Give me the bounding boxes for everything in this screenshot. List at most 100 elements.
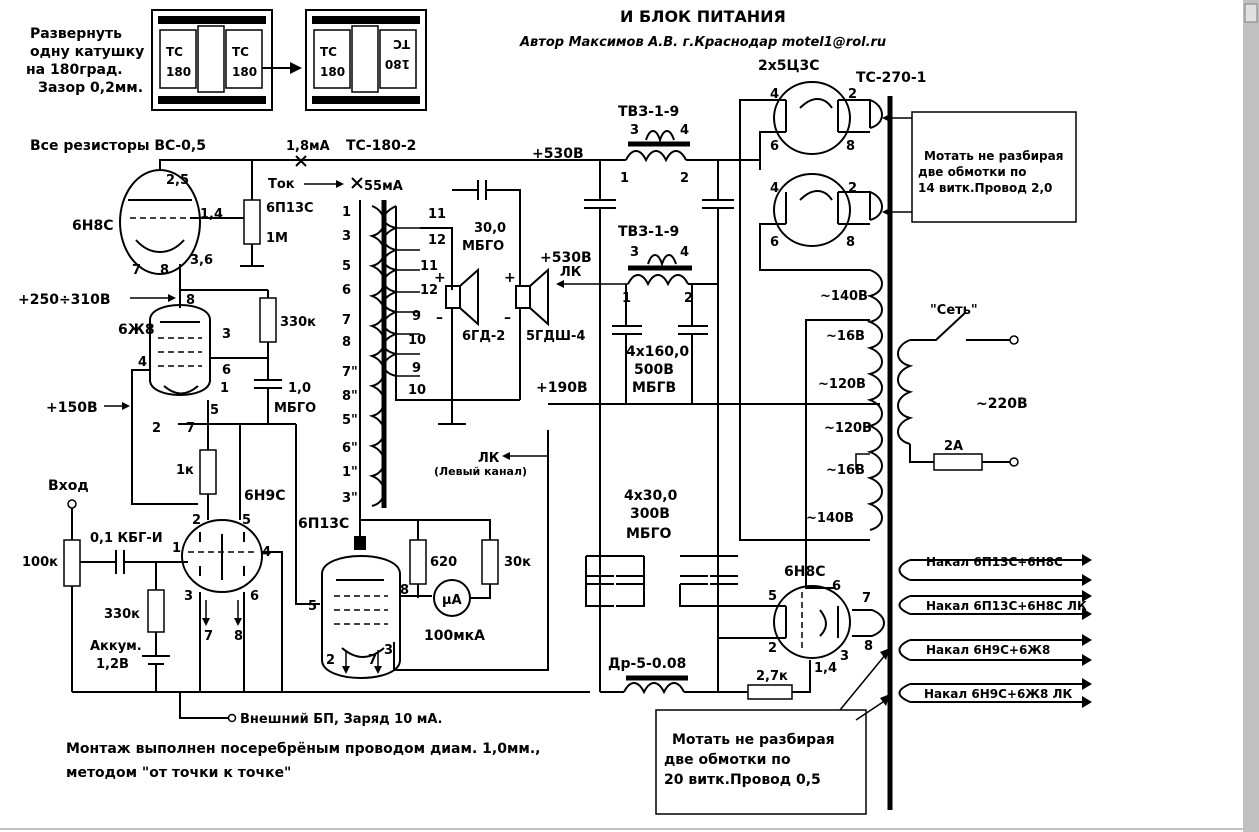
out-pin-l-11: 1" — [342, 465, 358, 480]
tube-6zh8-label: 6Ж8 — [118, 322, 155, 338]
note-rotate-3: на 180град. — [26, 62, 123, 78]
coil-1a-value: 180 — [166, 65, 191, 79]
battery-label: Аккум. — [90, 639, 142, 654]
tube-6n9s-envelope — [181, 519, 263, 593]
voltage-250-310: +250÷310В — [18, 292, 111, 308]
resistor-1m-ground — [240, 244, 264, 267]
microammeter-symbol: µA — [442, 593, 462, 608]
note-box-top-1: Мотать не разбирая — [924, 149, 1063, 163]
choke-tvz2: ТВЗ-1-9 3 4 1 2 — [618, 224, 693, 306]
resistor-1k — [199, 449, 217, 495]
b-pin14: 1,4 — [814, 661, 837, 676]
note-box-top-2: две обмотки по — [918, 165, 1027, 179]
po-pin3: 3 — [384, 643, 393, 658]
out-pin-l-5: 7 — [342, 313, 351, 328]
mains-switch[interactable] — [910, 311, 967, 341]
core-1-top — [158, 16, 266, 24]
zh8-pin6: 6 — [222, 363, 231, 378]
ext-psu-label: Внешний БП, Заряд 10 мА. — [240, 712, 442, 727]
po-pin2: 2 — [326, 653, 335, 668]
speaker-5gdsh4 — [515, 285, 531, 309]
resistor-330k-bottom — [147, 589, 165, 633]
cap-160-voltage: 500В — [634, 362, 674, 378]
resistor-620-label: 620 — [430, 555, 457, 570]
tube-6p13s-output: 8 5 2 7 3 6П13С — [298, 516, 409, 679]
potentiometer-100k[interactable] — [63, 539, 81, 587]
cap-10-type: МБГО — [274, 401, 316, 416]
cap-160-1 — [612, 284, 642, 404]
input-label: Вход — [48, 478, 89, 494]
cap-30 — [452, 180, 521, 286]
po-pin8: 8 — [400, 583, 409, 598]
tube-6n8s-cathode — [135, 239, 185, 253]
note-box-bottom-1: Мотать не разбирая — [672, 732, 835, 748]
resistor-30k-label: 30к — [504, 555, 531, 570]
power-transformer-label: ТС-270-1 — [856, 70, 926, 86]
k2-pin6: 6 — [770, 235, 779, 250]
cap-30x4-right — [680, 555, 738, 585]
filter-cap-1 — [584, 160, 616, 692]
wire-530-top — [159, 159, 570, 170]
cap-160-value: 4х160,0 — [626, 344, 689, 360]
tube-5c3s-2: 4 2 6 8 — [770, 173, 857, 250]
tube-6n8s-driver: 2,5 1,4 3,6 7 8 6Н8С — [72, 169, 223, 278]
resistor-27k-label: 2,7к — [756, 669, 788, 684]
mains-terminal-1[interactable] — [1009, 335, 1019, 345]
core-1 — [151, 9, 273, 111]
cross-mark-1 — [295, 155, 307, 167]
current-55ma: 55мА — [364, 179, 403, 194]
transformer-output-label: ТС-180-2 — [346, 138, 416, 154]
filter-cap-2 — [702, 160, 734, 692]
resistor-27k — [747, 684, 793, 700]
heater-1: Накал 6П13С+6Н8С — [926, 555, 1063, 569]
resistor-30k — [481, 539, 499, 585]
coil-2a — [313, 29, 351, 89]
ext-psu-terminal[interactable] — [227, 713, 237, 723]
resistor-620 — [409, 539, 427, 585]
out-pin-l-3: 5 — [342, 259, 351, 274]
tube-6p13s-output-label: 6П13С — [298, 516, 349, 532]
k2-pin2: 2 — [848, 181, 857, 196]
coil-2b — [379, 29, 417, 89]
zh8-pin8: 8 — [186, 293, 195, 308]
core-2-top — [312, 16, 420, 24]
scroll-thumb[interactable] — [1244, 3, 1258, 23]
out-pin-r-4: 12 — [420, 283, 438, 298]
tube-6zh8: 8 3 4 6 1 5 2 7 6Ж8 — [118, 293, 231, 436]
left-channel-1: ЛК — [478, 451, 500, 466]
svg-text:–: – — [504, 310, 511, 326]
core-2 — [305, 9, 427, 111]
vertical-scrollbar[interactable] — [1243, 0, 1259, 832]
resistor-1m — [243, 199, 261, 245]
out-pin-l-4: 6 — [342, 283, 351, 298]
n9-pin5: 5 — [242, 513, 251, 528]
coil-1b-value: 180 — [232, 65, 257, 79]
k1-pin2: 2 — [848, 87, 857, 102]
pin-36: 3,6 — [190, 253, 213, 268]
out-pin-l-1: 1 — [342, 205, 351, 220]
output-transformer — [359, 200, 520, 521]
b-pin6: 6 — [832, 579, 841, 594]
out-pin-r-5: 9 — [412, 309, 421, 324]
mains-terminal-2[interactable] — [1009, 457, 1019, 467]
coil-1b — [225, 29, 263, 89]
svg-text:–: – — [436, 310, 443, 326]
zh8-pin7: 7 — [186, 421, 195, 436]
n9-pin1: 1 — [172, 541, 181, 556]
po-pin7: 7 — [368, 653, 377, 668]
out-pin-r-8: 10 — [408, 383, 426, 398]
fuse-2a — [933, 453, 983, 471]
coil-2a-value: 180 — [320, 65, 345, 79]
note-mount-2: методом "от точки к точке" — [66, 765, 291, 781]
winding-6: ~140В — [806, 511, 854, 526]
cap-10-value: 1,0 — [288, 381, 311, 396]
cap-01-label: 0,1 КБГ-И — [90, 531, 163, 546]
pin-8: 8 — [160, 263, 169, 278]
tok-label: Ток — [268, 177, 295, 192]
pin-25: 2,5 — [166, 173, 189, 188]
tvz1-pin2: 2 — [680, 171, 689, 186]
out-pin-l-2: 3 — [342, 229, 351, 244]
tvz2-label: ТВЗ-1-9 — [618, 224, 679, 240]
input-terminal[interactable] — [67, 499, 77, 509]
